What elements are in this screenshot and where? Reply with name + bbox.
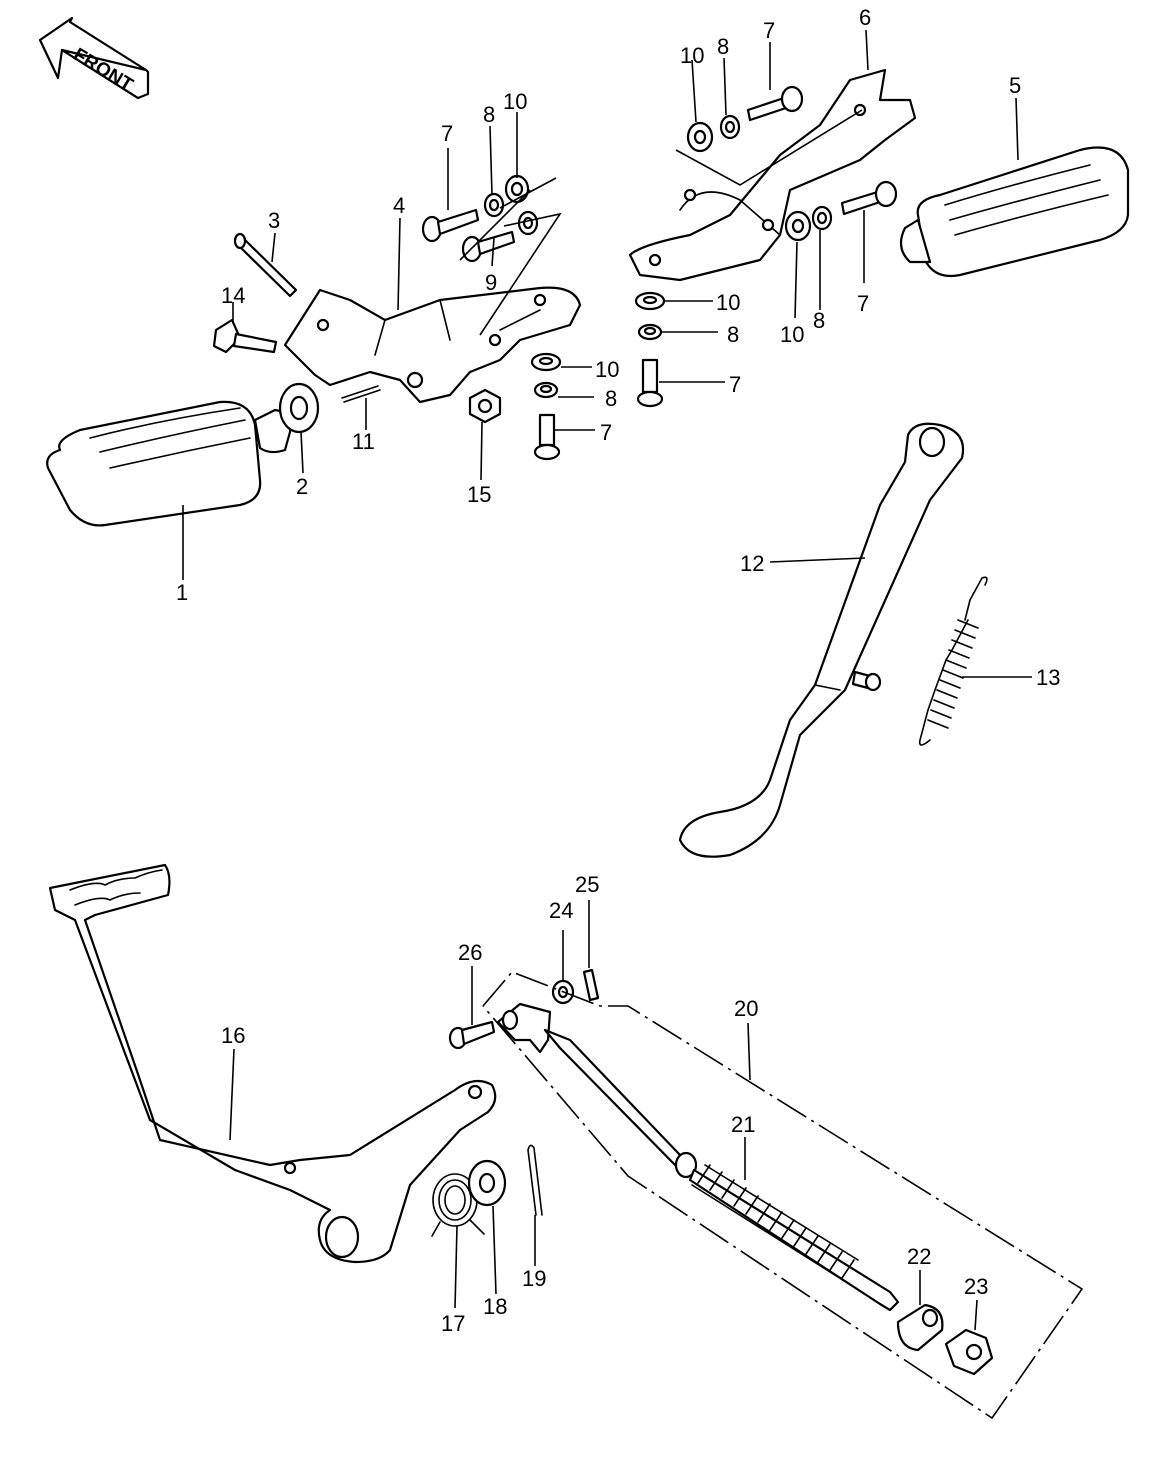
callout-12: 12 xyxy=(740,551,764,576)
callout-16: 16 xyxy=(221,1023,245,1048)
adjusting-nut-23 xyxy=(944,1328,994,1376)
callout-10e: 10 xyxy=(595,357,619,382)
right-bracket-bolt-top xyxy=(746,85,804,122)
callout-2: 2 xyxy=(296,474,308,499)
callout-22: 22 xyxy=(907,1244,931,1269)
callout-4: 4 xyxy=(393,193,405,218)
nut-15 xyxy=(468,388,502,424)
callout-15: 15 xyxy=(467,482,491,507)
brake-rod xyxy=(496,1002,900,1312)
rod-joint-22 xyxy=(896,1303,944,1352)
right-bracket-washers-top xyxy=(686,114,741,153)
callout-7e: 7 xyxy=(600,420,612,445)
callout-8c: 8 xyxy=(813,308,825,333)
pin-25 xyxy=(582,968,600,1002)
callout-10c: 10 xyxy=(716,290,740,315)
right-bracket-washers-mid xyxy=(784,205,833,242)
washer-2 xyxy=(278,382,320,434)
callout-8e: 8 xyxy=(605,386,617,411)
callout-numbers: 1 2 3 4 5 6 7 7 7 7 7 8 8 8 8 8 9 10 10 … xyxy=(176,5,1060,1336)
cotter-pin-19 xyxy=(527,1144,543,1216)
clevis-pin-26 xyxy=(448,1020,496,1050)
callout-9: 9 xyxy=(485,270,497,295)
callout-11: 11 xyxy=(352,429,375,454)
callout-26: 26 xyxy=(458,940,482,965)
brake-rod-assembly-outline xyxy=(482,971,1084,1420)
brake-pedal xyxy=(48,863,497,1264)
right-footpeg xyxy=(899,146,1130,278)
leader-lines xyxy=(182,29,1032,1331)
brake-rod-spring xyxy=(691,1164,859,1283)
callout-8b: 8 xyxy=(717,34,729,59)
callout-1: 1 xyxy=(176,580,188,605)
callout-25: 25 xyxy=(575,872,599,897)
callout-7c: 7 xyxy=(857,291,869,316)
left-bracket-bolt-9 xyxy=(461,230,516,263)
left-bracket-bolt-upper xyxy=(421,208,480,243)
callout-10b: 10 xyxy=(680,43,704,68)
callout-3: 3 xyxy=(268,208,280,233)
cotter-pin-11 xyxy=(341,385,381,403)
right-bracket-bolt-mid xyxy=(840,180,898,216)
callout-13: 13 xyxy=(1036,665,1060,690)
callout-5: 5 xyxy=(1009,73,1021,98)
pin-3 xyxy=(233,232,298,298)
lower-washers-left xyxy=(530,352,562,399)
callout-10d: 10 xyxy=(780,322,804,347)
callout-23: 23 xyxy=(964,1274,988,1299)
callout-19: 19 xyxy=(522,1266,546,1291)
callout-14: 14 xyxy=(221,283,245,308)
left-bracket-guide-lines xyxy=(459,177,562,336)
right-bracket-guide-lines xyxy=(675,109,863,186)
left-footpeg xyxy=(46,400,292,527)
callout-7a: 7 xyxy=(441,121,453,146)
callout-20: 20 xyxy=(734,996,758,1021)
lower-washers-right xyxy=(634,291,666,341)
bolt-14 xyxy=(212,318,278,354)
callout-10a: 10 xyxy=(503,89,527,114)
left-bracket-washers xyxy=(483,174,539,236)
side-stand-spring xyxy=(918,576,988,746)
lower-bolt-left xyxy=(533,413,561,461)
washer-18 xyxy=(467,1159,507,1207)
callout-8a: 8 xyxy=(483,102,495,127)
callout-6: 6 xyxy=(859,5,871,30)
callout-8d: 8 xyxy=(727,322,739,347)
callout-17: 17 xyxy=(441,1311,465,1336)
callout-7d: 7 xyxy=(729,372,741,397)
callout-24: 24 xyxy=(549,898,573,923)
callout-7b: 7 xyxy=(763,18,775,43)
side-stand xyxy=(678,422,965,858)
left-footpeg-bracket xyxy=(283,286,582,404)
callout-21: 21 xyxy=(731,1112,755,1137)
lower-bolt-right xyxy=(636,358,664,408)
front-arrow-icon: FRONT xyxy=(38,16,150,100)
callout-18: 18 xyxy=(483,1294,507,1319)
